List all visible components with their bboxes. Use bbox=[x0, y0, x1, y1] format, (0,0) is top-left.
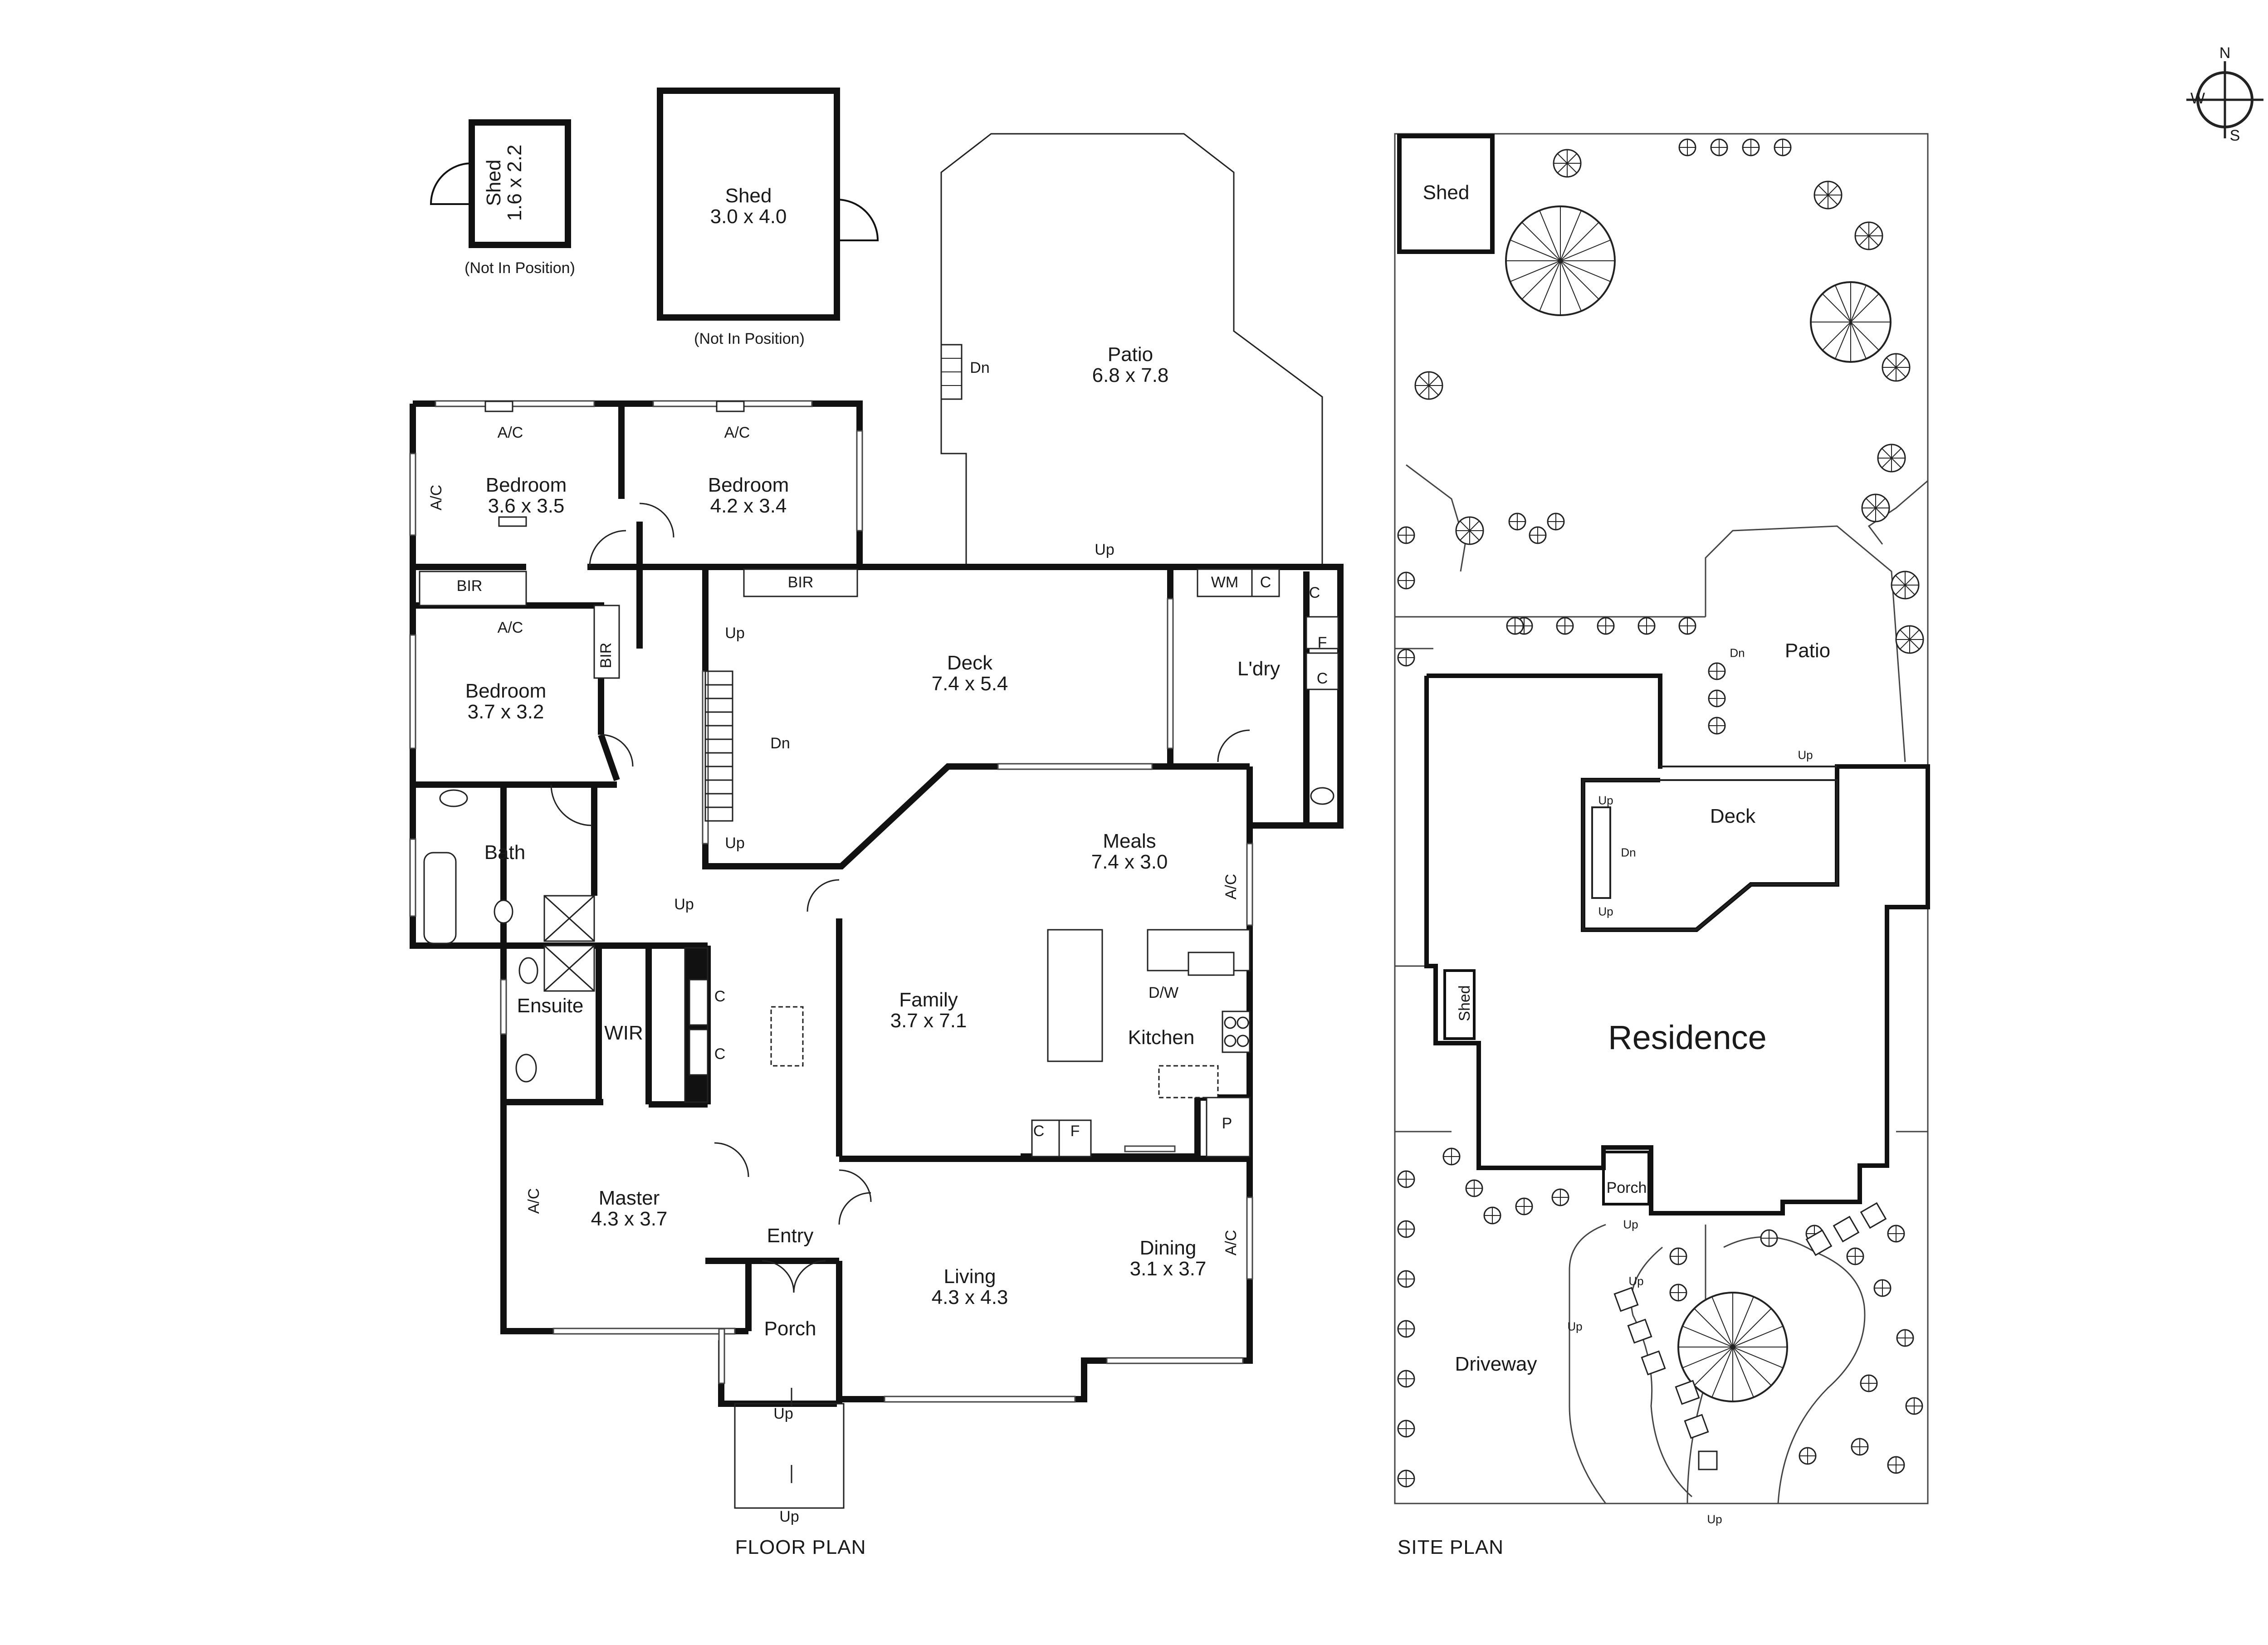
site-plan-caption: SITE PLAN bbox=[1398, 1536, 1504, 1558]
family-label: Family 3.7 x 7.1 bbox=[890, 988, 967, 1032]
site-patio-label: Patio bbox=[1784, 639, 1831, 662]
kitchen-label: Kitchen bbox=[1128, 1026, 1195, 1049]
meals-label: Meals 7.4 x 3.0 bbox=[1091, 830, 1168, 873]
deck-stairs-up-label-bottom: Up bbox=[725, 835, 745, 852]
small-shed-note: (Not In Position) bbox=[464, 259, 575, 277]
dishwasher-label: D/W bbox=[1148, 984, 1179, 1002]
compass-icon bbox=[2186, 61, 2263, 138]
wir-label: WIR bbox=[604, 1021, 643, 1044]
ac-label-bed3: A/C bbox=[497, 619, 523, 637]
site-deck-stairs-dn: Dn bbox=[1621, 845, 1636, 859]
pantry-label: P bbox=[1222, 1115, 1232, 1132]
site-deck-stairs-up-bottom: Up bbox=[1598, 904, 1613, 918]
residence-outline bbox=[1424, 674, 1930, 1215]
site-front-step-up: Up bbox=[1707, 1512, 1722, 1526]
floor-plan-windows bbox=[409, 400, 1253, 1403]
compass-south-label: S bbox=[2229, 127, 2240, 145]
bir-label-bed1: BIR bbox=[456, 577, 483, 595]
site-deck-stairs-up-top: Up bbox=[1598, 793, 1613, 807]
master-label: Master 4.3 x 3.7 bbox=[591, 1186, 668, 1230]
hall-cupboard-1-label: C bbox=[714, 988, 726, 1006]
deck-stairs-up-label-top: Up bbox=[725, 625, 745, 642]
site-path-step-up: Up bbox=[1628, 1274, 1644, 1288]
front-step-up-label: Up bbox=[779, 1508, 799, 1526]
floor-plan-fixtures bbox=[419, 400, 1339, 1157]
porch-label: Porch bbox=[764, 1317, 816, 1340]
laundry-cupboard-3-label: C bbox=[1316, 670, 1328, 688]
hall-cupboard-2-label: C bbox=[714, 1045, 726, 1063]
site-shed-label: Shed bbox=[1422, 181, 1470, 204]
ac-label-meals: A/C bbox=[1222, 874, 1240, 900]
deck-stairs-dn-label: Dn bbox=[770, 735, 790, 752]
site-residence-label: Residence bbox=[1608, 1019, 1767, 1057]
site-deck-label: Deck bbox=[1710, 805, 1756, 827]
bir-label-bed3: BIR bbox=[597, 642, 615, 669]
site-porch-step-up: Up bbox=[1623, 1217, 1638, 1231]
living-label: Living 4.3 x 4.3 bbox=[931, 1265, 1008, 1308]
floor-plan-caption: FLOOR PLAN bbox=[735, 1536, 866, 1558]
site-boundary bbox=[1394, 133, 1929, 1504]
large-shed-note: (Not In Position) bbox=[694, 330, 805, 348]
ac-label-master: A/C bbox=[525, 1188, 543, 1214]
site-deck-up-label: Up bbox=[1798, 748, 1813, 762]
site-patio-stairs-dn-label: Dn bbox=[1730, 646, 1745, 660]
kitchen-cupboard-label: C bbox=[1033, 1123, 1045, 1140]
small-shed-label: Shed 1.6 x 2.2 bbox=[482, 144, 526, 221]
patio-stairs-up-label: Up bbox=[1095, 541, 1114, 559]
dining-label: Dining 3.1 x 3.7 bbox=[1129, 1236, 1207, 1280]
site-deck-outline bbox=[1582, 766, 1838, 931]
floor-plan-doors bbox=[550, 503, 1250, 1293]
ac-label-bed2: A/C bbox=[724, 424, 750, 442]
patio-stairs-dn-label: Dn bbox=[970, 359, 990, 377]
patio-label: Patio 6.8 x 7.8 bbox=[1092, 343, 1169, 386]
hall-step-up-label: Up bbox=[674, 896, 694, 913]
bedroom-1-label: Bedroom 3.6 x 3.5 bbox=[485, 473, 567, 517]
site-porch-label: Porch bbox=[1606, 1179, 1647, 1197]
site-shed-outline bbox=[1397, 134, 1495, 254]
ac-label-bed1-wall: A/C bbox=[428, 484, 445, 511]
patio-outline bbox=[940, 133, 1323, 567]
compass-west-label: W bbox=[2190, 90, 2205, 107]
site-side-shed-label: Shed bbox=[1456, 985, 1474, 1021]
large-shed-label: Shed 3.0 x 4.0 bbox=[710, 184, 787, 228]
laundry-cupboard-2-label: C bbox=[1309, 584, 1320, 602]
bath-label: Bath bbox=[484, 841, 526, 864]
laundry-label: L'dry bbox=[1237, 657, 1280, 680]
site-driveway-label: Driveway bbox=[1455, 1352, 1537, 1375]
deck-stairs bbox=[704, 670, 845, 1509]
site-driveway-step-up: Up bbox=[1567, 1319, 1583, 1333]
compass-north-label: N bbox=[2219, 44, 2231, 62]
large-shed-outline bbox=[657, 88, 879, 321]
ac-label-dining: A/C bbox=[1222, 1230, 1240, 1256]
kitchen-fridge-label: F bbox=[1070, 1123, 1080, 1140]
bir-label-bed2: BIR bbox=[787, 574, 814, 591]
small-shed-outline bbox=[430, 119, 571, 248]
deck-label: Deck 7.4 x 5.4 bbox=[931, 651, 1008, 695]
ac-label-bed1: A/C bbox=[497, 424, 523, 442]
laundry-cupboard-1-label: C bbox=[1260, 574, 1271, 591]
bedroom-3-label: Bedroom 3.7 x 3.2 bbox=[465, 679, 547, 723]
porch-step-up-label: Up bbox=[773, 1405, 793, 1423]
laundry-fridge-label: F bbox=[1317, 634, 1327, 652]
bedroom-2-label: Bedroom 4.2 x 3.4 bbox=[708, 473, 789, 517]
ensuite-label: Ensuite bbox=[517, 994, 584, 1017]
site-pavers bbox=[1613, 1202, 1887, 1470]
entry-label: Entry bbox=[767, 1224, 814, 1247]
wm-label: WM bbox=[1211, 574, 1239, 591]
